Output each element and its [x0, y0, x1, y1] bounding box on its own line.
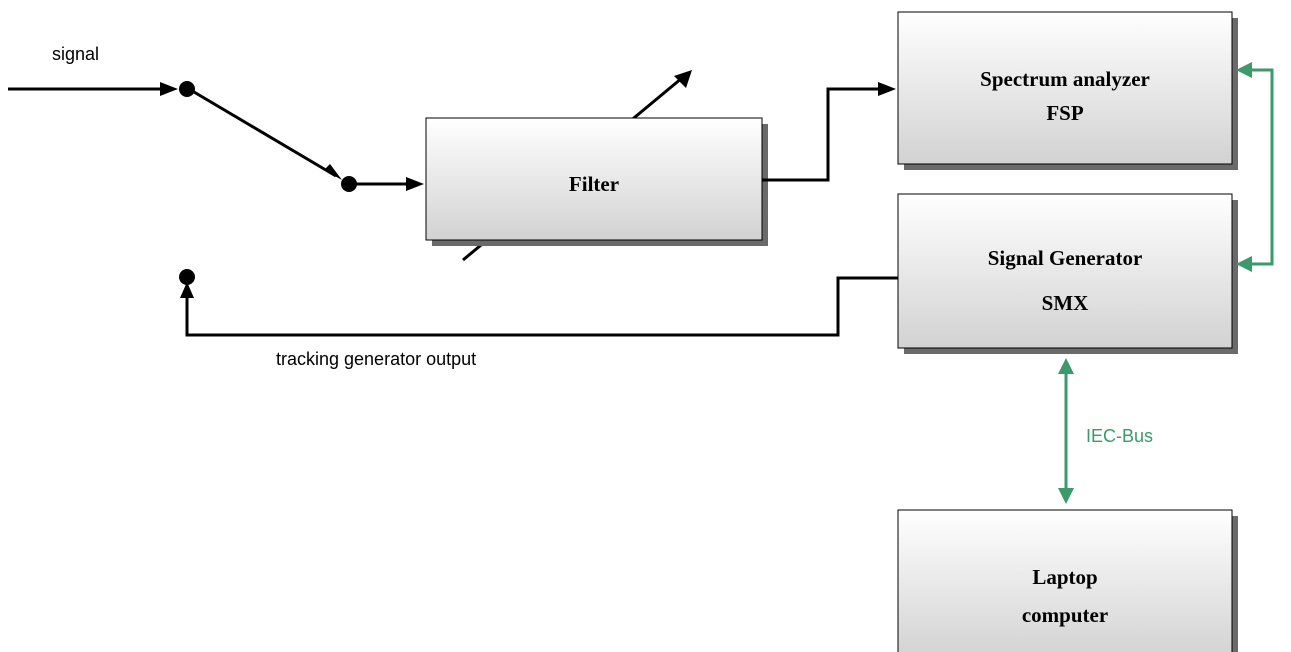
laptop-label-line2: computer — [1022, 603, 1108, 627]
signal-input: signal — [8, 44, 178, 96]
signal-generator-block: Signal Generator SMX — [897, 193, 1238, 354]
tracking-generator-label: tracking generator output — [276, 349, 476, 369]
signal-generator-model: SMX — [1042, 291, 1089, 315]
filter-label: Filter — [569, 172, 619, 196]
switch-contact-tracking — [179, 269, 195, 285]
filter-block: Filter — [425, 117, 768, 246]
iec-bus-label: IEC-Bus — [1086, 426, 1153, 446]
spectrum-analyzer-block: Spectrum analyzer FSP — [897, 11, 1238, 170]
analyzer-generator-link — [1236, 62, 1274, 272]
signal-label: signal — [52, 44, 99, 64]
switch — [179, 81, 424, 285]
spectrum-analyzer-model: FSP — [1046, 101, 1084, 125]
laptop-label: Laptop — [1032, 565, 1097, 589]
switch-arm — [193, 90, 337, 178]
spectrum-analyzer-label: Spectrum analyzer — [980, 67, 1150, 91]
laptop-block: Laptop computer — [897, 509, 1238, 652]
switch-pivot — [341, 176, 357, 192]
switch-contact-signal — [179, 81, 195, 97]
iec-bus-link: IEC-Bus — [1058, 358, 1153, 504]
signal-generator-label: Signal Generator — [988, 246, 1143, 270]
filter-to-analyzer-line — [762, 82, 896, 182]
tracking-generator-line: tracking generator output — [180, 276, 898, 369]
